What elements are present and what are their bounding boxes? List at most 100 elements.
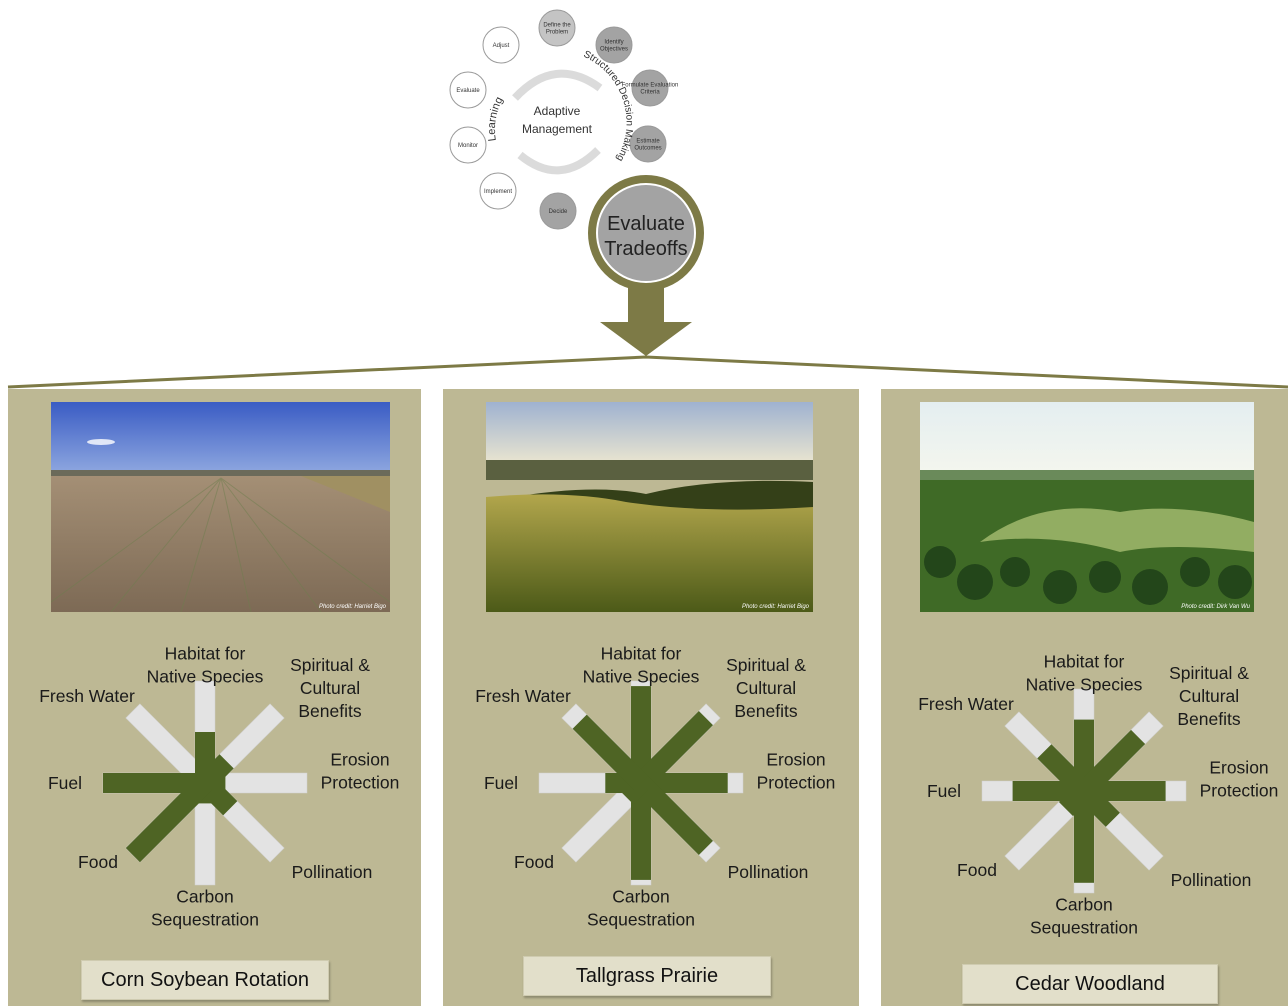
spoke-label-food: Food: [78, 852, 118, 872]
spoke-bar-pollination: [633, 775, 713, 855]
spoke-label-spiritual: Cultural: [300, 678, 360, 698]
spoke-label-carbon: Carbon: [176, 887, 233, 907]
sdm-arc-label: Structured Decision Making: [582, 49, 635, 163]
spoke-label-freshwater: Fresh Water: [918, 694, 1014, 714]
connector-line: [7, 355, 1288, 389]
cycle-nodes: Define theProblemIdentifyObjectivesFormu…: [449, 9, 679, 230]
spoke-label-erosion: Protection: [757, 773, 836, 793]
cycle-node-label: Implement: [484, 189, 512, 195]
spoke-label-habitat: Habitat for: [601, 644, 682, 664]
spoke-bar-habitat: [631, 686, 651, 783]
spoke-label-freshwater: Fresh Water: [39, 686, 135, 706]
caption-cedar-woodland: Cedar Woodland: [962, 964, 1218, 1004]
cycle-node-adjust: [482, 26, 520, 64]
photo-prairie: Photo credit: Harriet Bigo: [486, 402, 813, 612]
cycle-node-evaluate: [449, 71, 487, 109]
photo-woodland: Photo credit: Dirk Van Wu: [920, 402, 1254, 612]
down-arrow: [600, 283, 692, 356]
spoke-label-pollination: Pollination: [728, 862, 809, 882]
spoke-label-carbon: Sequestration: [151, 910, 259, 930]
spoke-bar-spiritual: [633, 711, 713, 791]
adaptive-management-cycle: Define theProblemIdentifyObjectivesFormu…: [7, 9, 1288, 389]
cycle-node-label: Formulate Evaluation: [622, 83, 679, 89]
cycle-node-label: Objectives: [600, 47, 628, 53]
spoke-label-habitat: Native Species: [147, 667, 264, 687]
center-title-2: Management: [522, 122, 593, 136]
spoke-label-spiritual: Benefits: [298, 701, 361, 721]
spoke-bar-freshwater: [190, 768, 213, 791]
spoke-label-erosion: Erosion: [330, 750, 389, 770]
cycle-node-decide: [539, 192, 577, 230]
spoke-label-carbon: Carbon: [1055, 895, 1112, 915]
photo-credit: Photo credit: Harriet Bigo: [318, 604, 386, 610]
spoke-label-erosion: Erosion: [1209, 758, 1268, 778]
cycle-node-monitor: [449, 126, 487, 164]
cycle-arrow-top: [512, 69, 603, 101]
spoke-bar-carbon: [631, 783, 651, 880]
spoke-label-spiritual: Cultural: [1179, 686, 1239, 706]
spoke-label-habitat: Native Species: [1026, 675, 1143, 695]
spoke-label-fuel: Fuel: [927, 781, 961, 801]
photo-credit: Photo credit: Harriet Bigo: [741, 604, 809, 610]
spoke-label-erosion: Protection: [1200, 781, 1279, 801]
spoke-bar-freshwater: [1037, 744, 1092, 799]
highlight-label-2: Tradeoffs: [604, 238, 687, 260]
spoke-label-spiritual: Cultural: [736, 678, 796, 698]
caption-corn-soybean: Corn Soybean Rotation: [81, 960, 329, 1000]
spoke-label-food: Food: [957, 860, 997, 880]
spoke-bar-food: [125, 775, 213, 863]
cycle-node-label: Evaluate: [456, 88, 480, 94]
spoke-bar-erosion: [1084, 781, 1166, 801]
cycle-node-label: Adjust: [493, 43, 510, 49]
cycle-node-label: Problem: [546, 30, 568, 36]
spoke-label-pollination: Pollination: [292, 862, 373, 882]
cycle-node-define-the-problem: [538, 9, 576, 47]
spoke-label-erosion: Erosion: [766, 750, 825, 770]
spoke-bar-erosion: [641, 773, 728, 793]
spoke-label-spiritual: Spiritual &: [726, 655, 806, 675]
cycle-node-implement: [479, 172, 517, 210]
photo-credit: Photo credit: Dirk Van Wu: [1181, 604, 1250, 610]
spoke-label-freshwater: Fresh Water: [475, 686, 571, 706]
spoke-label-carbon: Carbon: [612, 887, 669, 907]
highlight-label-1: Evaluate: [607, 213, 685, 235]
cycle-node-label: Criteria: [640, 90, 660, 96]
spoke-label-fuel: Fuel: [484, 773, 518, 793]
spoke-label-spiritual: Spiritual &: [290, 655, 370, 675]
cycle-node-label: Estimate: [636, 139, 660, 145]
spoke-label-food: Food: [514, 852, 554, 872]
cycle-node-label: Define the: [543, 23, 571, 29]
caption-tallgrass-prairie: Tallgrass Prairie: [523, 956, 771, 996]
cycle-node-label: Monitor: [458, 143, 478, 149]
spoke-bar-freshwater: [572, 714, 649, 791]
spoke-label-spiritual: Spiritual &: [1169, 663, 1249, 683]
spoke-label-habitat: Habitat for: [1044, 652, 1125, 672]
cycle-node-formulate-evaluation-criteria: [631, 69, 669, 107]
cycle-node-estimate-outcomes: [629, 125, 667, 163]
spoke-label-habitat: Habitat for: [165, 644, 246, 664]
cycle-node-label: Identify: [604, 40, 623, 46]
spoke-label-fuel: Fuel: [48, 773, 82, 793]
spoke-label-habitat: Native Species: [583, 667, 700, 687]
spoke-label-erosion: Protection: [321, 773, 400, 793]
learning-arc-label: Learning: [486, 95, 506, 142]
spoke-bar-carbon: [1074, 791, 1094, 883]
center-title-1: Adaptive: [534, 104, 581, 118]
spoke-label-carbon: Sequestration: [1030, 918, 1138, 938]
spoke-label-pollination: Pollination: [1171, 870, 1252, 890]
spoke-label-spiritual: Benefits: [734, 701, 797, 721]
spoke-label-carbon: Sequestration: [587, 910, 695, 930]
cycle-node-label: Decide: [549, 209, 568, 215]
spoke-bar-fuel: [103, 773, 205, 793]
photo-corn-field: Photo credit: Harriet Bigo: [51, 402, 390, 612]
cycle-node-identify-objectives: [595, 26, 633, 64]
spoke-label-spiritual: Benefits: [1177, 709, 1240, 729]
cycle-arrow-bottom: [517, 147, 601, 175]
cycle-node-label: Outcomes: [634, 146, 661, 152]
